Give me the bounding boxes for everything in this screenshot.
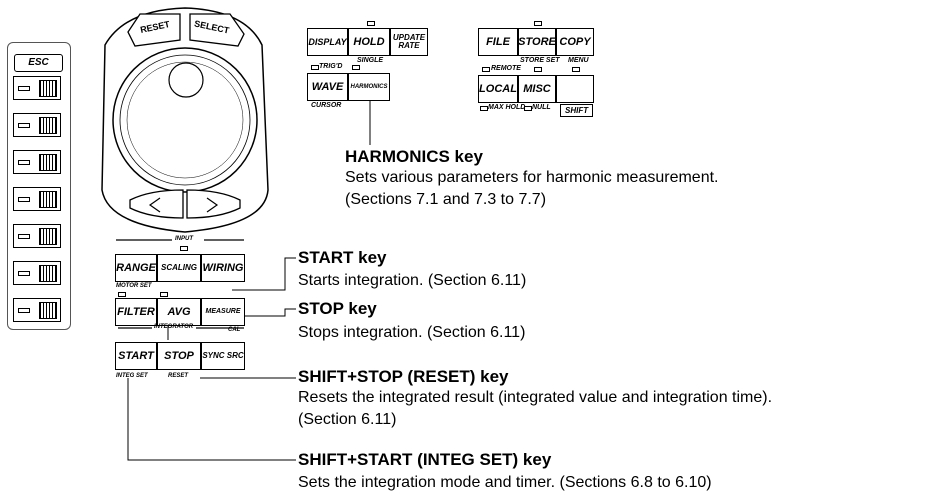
hold-led <box>367 21 375 26</box>
copy-key[interactable]: COPY <box>556 28 594 56</box>
select-button-shape[interactable] <box>189 13 245 47</box>
update-rate-key[interactable]: UPDATE RATE <box>390 28 428 56</box>
remote-label: REMOTE <box>491 65 521 72</box>
null-label: NULL <box>532 104 551 111</box>
shift-key[interactable] <box>556 75 594 103</box>
avg-key[interactable]: AVG <box>157 298 201 326</box>
shift-label: SHIFT <box>560 104 594 117</box>
start-annotation-desc: Starts integration. (Section 6.11) <box>298 272 527 289</box>
left-arrow-icon <box>148 197 161 213</box>
integrator-group-label: INTEGRATOR <box>154 324 194 330</box>
soft-key-3[interactable] <box>13 150 61 174</box>
store-set-label: STORE SET <box>520 57 560 64</box>
shift-stop-annotation-desc-2: (Section 6.11) <box>298 411 397 428</box>
shift-start-annotation-desc: Sets the integration mode and timer. (Se… <box>298 474 712 491</box>
wave-key[interactable]: WAVE <box>307 73 348 101</box>
trigd-label: TRIG'D <box>319 63 343 70</box>
wiring-key[interactable]: WIRING <box>201 254 245 282</box>
harmonics-key[interactable]: HARMONICS <box>348 73 390 101</box>
stop-annotation-title: STOP key <box>298 299 377 318</box>
max-hold-led <box>480 106 488 111</box>
soft-key-1[interactable] <box>13 76 61 100</box>
reset-shift-label: RESET <box>168 373 189 379</box>
soft-key-6[interactable] <box>13 261 61 285</box>
scaling-key[interactable]: SCALING <box>157 254 201 282</box>
filter-led <box>118 292 126 297</box>
shift-stop-annotation-desc-1: Resets the integrated result (integrated… <box>298 389 773 406</box>
right-arrow-icon <box>206 197 219 213</box>
harmonics-annotation-desc-2: (Sections 7.1 and 7.3 to 7.7) <box>345 191 547 208</box>
soft-key-2[interactable] <box>13 113 61 137</box>
trigd-led <box>311 65 319 70</box>
null-led <box>524 106 532 111</box>
sync-src-key[interactable]: SYNC SRC <box>201 342 245 370</box>
file-key[interactable]: FILE <box>478 28 518 56</box>
start-key[interactable]: START <box>115 342 157 370</box>
cal-label: CAL <box>228 327 241 333</box>
local-key[interactable]: LOCAL <box>478 75 518 103</box>
harmonics-annotation-desc-1: Sets various parameters for harmonic mea… <box>345 169 719 186</box>
scaling-led <box>180 246 188 251</box>
harmonics-annotation-title: HARMONICS key <box>345 147 483 166</box>
right-arrow-key[interactable] <box>186 189 241 219</box>
menu-label: MENU <box>568 57 589 64</box>
left-arrow-key[interactable] <box>129 189 184 219</box>
shift-led <box>572 67 580 72</box>
store-led <box>534 21 542 26</box>
hold-key[interactable]: HOLD <box>348 28 390 56</box>
input-group-label: INPUT <box>175 236 193 242</box>
esc-key[interactable]: ESC <box>14 54 63 72</box>
soft-key-5[interactable] <box>13 224 61 248</box>
cursor-label: CURSOR <box>311 102 342 109</box>
jog-dial[interactable] <box>112 47 258 193</box>
misc-key[interactable]: MISC <box>518 75 556 103</box>
shift-start-annotation-title: SHIFT+START (INTEG SET) key <box>298 450 552 469</box>
stop-key[interactable]: STOP <box>157 342 201 370</box>
stop-annotation-desc: Stops integration. (Section 6.11) <box>298 324 526 341</box>
store-key[interactable]: STORE <box>518 28 556 56</box>
avg-led <box>160 292 168 297</box>
soft-key-7[interactable] <box>13 298 61 322</box>
start-annotation-title: START key <box>298 248 387 267</box>
integ-set-label: INTEG SET <box>116 373 148 379</box>
soft-key-4[interactable] <box>13 187 61 211</box>
filter-key[interactable]: FILTER <box>115 298 157 326</box>
dial-finger-hole <box>168 62 204 98</box>
range-key[interactable]: RANGE <box>115 254 157 282</box>
misc-led <box>534 67 542 72</box>
display-key[interactable]: DISPLAY <box>307 28 348 56</box>
wave-led <box>352 65 360 70</box>
max-hold-label: MAX HOLD <box>488 104 526 111</box>
single-label: SINGLE <box>357 57 384 64</box>
shift-stop-annotation-title: SHIFT+STOP (RESET) key <box>298 367 509 386</box>
motor-set-label: MOTOR SET <box>116 283 152 289</box>
remote-led <box>482 67 490 72</box>
measure-key[interactable]: MEASURE <box>201 298 245 326</box>
reset-button-shape[interactable] <box>127 13 181 47</box>
